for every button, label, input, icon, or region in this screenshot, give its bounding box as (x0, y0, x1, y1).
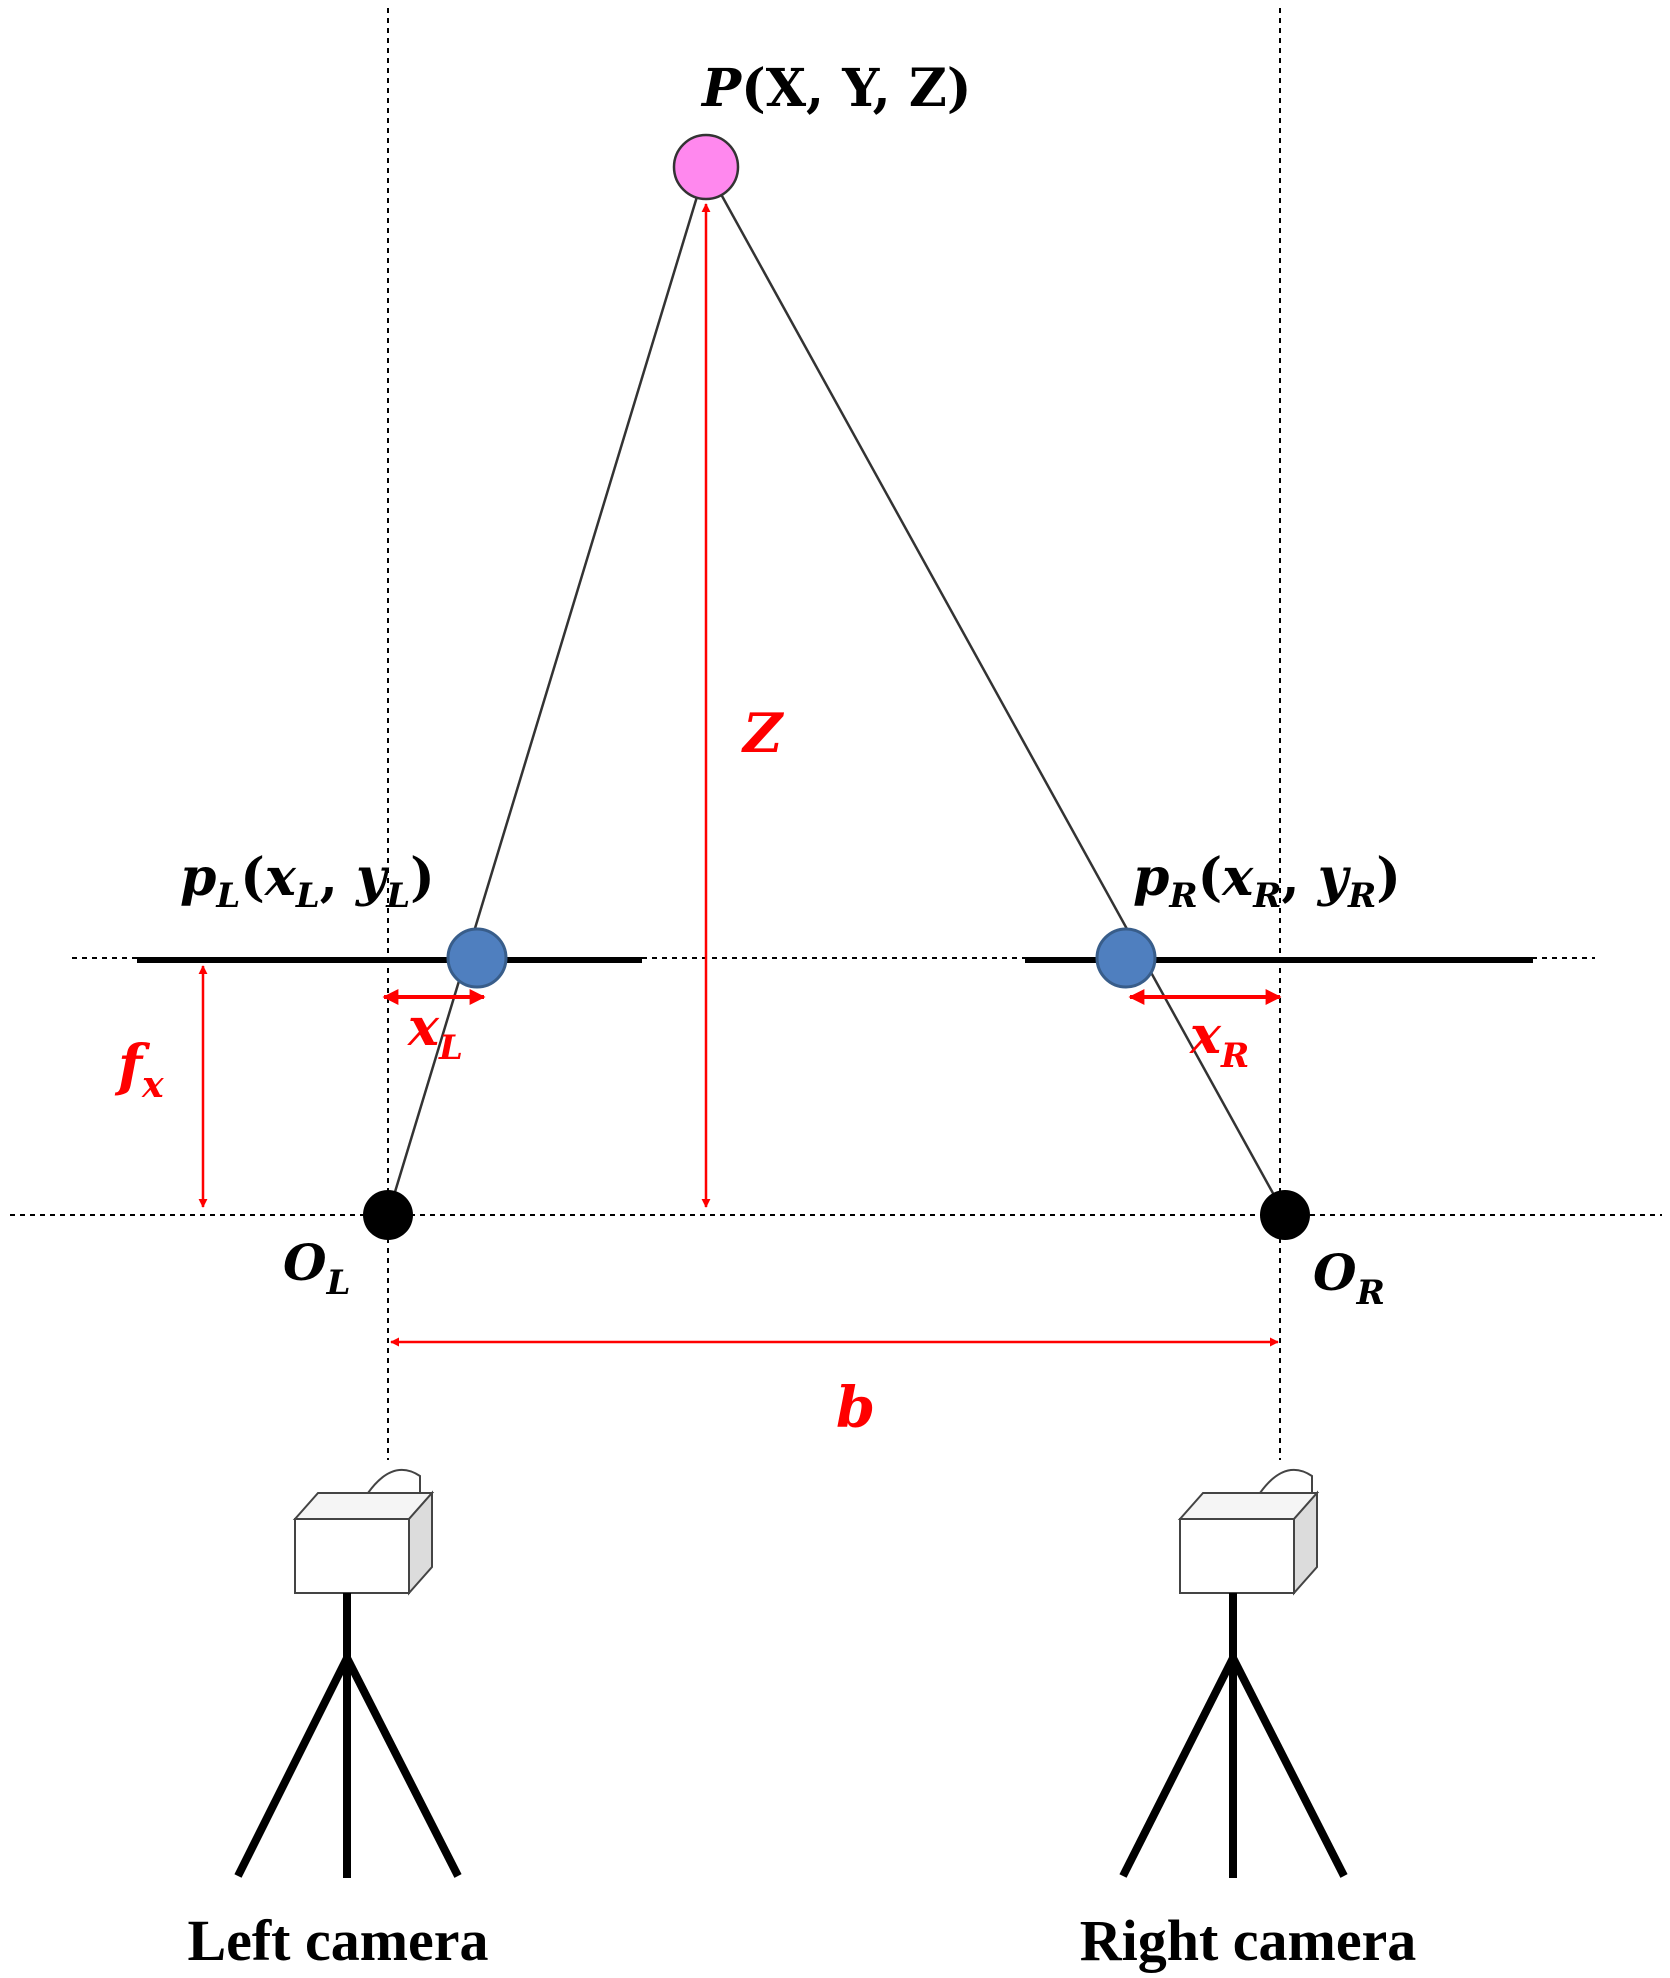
left-camera-center (363, 1190, 413, 1240)
right-camera-label: Right camera (1080, 1908, 1417, 1973)
left-camera-body (294, 1518, 410, 1594)
left-center-label: OL (283, 1233, 350, 1303)
depth-label: Z (741, 701, 785, 765)
left-image-point (446, 927, 508, 989)
right-camera-body (1179, 1518, 1295, 1594)
point-P-label: P(X, Y, Z) (700, 58, 971, 119)
dotted-guides (10, 8, 1662, 1460)
focal-length-label: fx (114, 1033, 164, 1106)
right-image-point (1095, 927, 1157, 989)
right-camera-icon (1177, 1468, 1320, 1596)
left-image-point-label: pL(xL, yL) (180, 847, 435, 916)
right-tripod (1119, 1593, 1348, 1878)
right-image-point-label: pR(xR, yR) (1133, 847, 1401, 916)
left-tripod (234, 1593, 462, 1878)
left-camera-icon (292, 1468, 435, 1596)
left-camera-label: Left camera (187, 1908, 488, 1973)
xR-label: xR (1189, 1005, 1249, 1076)
baseline-label: b (836, 1375, 875, 1441)
projection-rays (386, 166, 1287, 1216)
right-ray (704, 166, 1287, 1216)
left-camera-flash (366, 1468, 421, 1494)
xL-label: xL (407, 997, 463, 1068)
dimension-arrows (198, 203, 1279, 1347)
world-point-P (672, 133, 740, 201)
right-camera-flash (1258, 1468, 1313, 1494)
right-camera-center (1260, 1190, 1310, 1240)
left-ray (386, 166, 708, 1216)
right-center-label: OR (1313, 1243, 1385, 1313)
